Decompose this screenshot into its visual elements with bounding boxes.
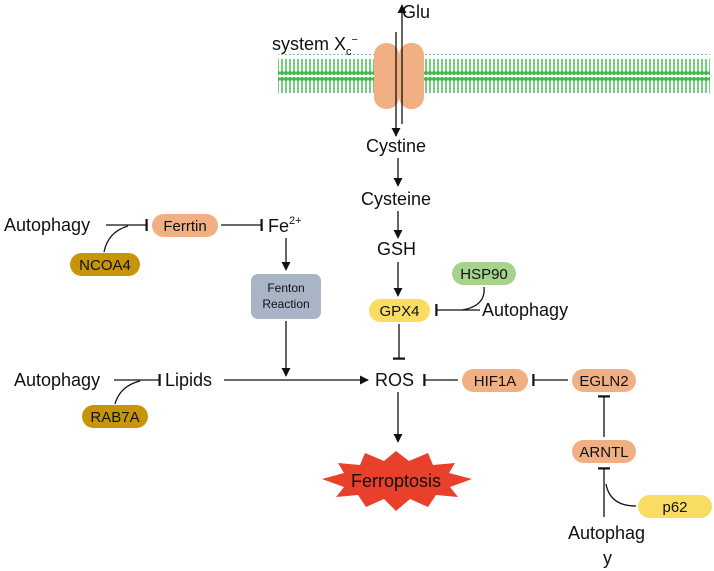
right-autophagy-line1: Autophag bbox=[568, 523, 645, 543]
hsp90-autophagy-curve bbox=[461, 286, 485, 311]
transporter-label: system Xc− bbox=[272, 34, 358, 58]
rab7a-label: RAB7A bbox=[90, 409, 139, 426]
cysteine-label: Cysteine bbox=[361, 189, 431, 209]
p62-curve bbox=[605, 483, 637, 507]
cystine-label: Cystine bbox=[366, 136, 426, 156]
gpx4-autophagy-label: Autophagy bbox=[482, 300, 568, 320]
hsp90-node bbox=[452, 262, 516, 285]
glu-label: Glu bbox=[402, 2, 430, 22]
ncoa4-label: NCOA4 bbox=[79, 257, 131, 274]
ncoa4-curve bbox=[103, 225, 129, 253]
ferrtin-label: Ferrtin bbox=[163, 218, 206, 235]
gpx4-node bbox=[369, 299, 430, 322]
hif1a-label: HIF1A bbox=[474, 373, 517, 390]
lipids-label: Lipids bbox=[165, 370, 212, 390]
ferroptosis-starburst bbox=[322, 451, 472, 511]
rab7a-curve bbox=[114, 380, 141, 405]
hsp90-label: HSP90 bbox=[460, 266, 508, 283]
hif1a-node bbox=[462, 369, 528, 392]
gpx4-label: GPX4 bbox=[379, 303, 419, 320]
system-xc-transporter bbox=[374, 43, 424, 109]
ros-label: ROS bbox=[375, 370, 414, 390]
arntl-node bbox=[572, 440, 636, 463]
egln2-label: EGLN2 bbox=[579, 373, 628, 390]
fenton-line2: Reaction bbox=[262, 297, 309, 311]
iron-autophagy-label: Autophagy bbox=[4, 215, 90, 235]
ferrtin-node bbox=[152, 214, 218, 237]
egln2-node bbox=[572, 369, 636, 392]
rab7a-node bbox=[82, 405, 148, 428]
ferroptosis-label: Ferroptosis bbox=[351, 471, 441, 491]
p62-node bbox=[638, 495, 712, 518]
gsh-label: GSH bbox=[377, 239, 416, 259]
lipid-autophagy-label: Autophagy bbox=[14, 370, 100, 390]
arntl-label: ARNTL bbox=[579, 444, 628, 461]
fenton-line1: Fenton bbox=[267, 281, 304, 295]
right-autophagy-line2: y bbox=[603, 548, 612, 568]
cell-membrane bbox=[278, 54, 710, 94]
p62-label: p62 bbox=[662, 499, 687, 516]
fenton-reaction-box bbox=[251, 274, 321, 319]
ncoa4-node bbox=[70, 253, 140, 276]
fe-label: Fe2+ bbox=[268, 215, 302, 236]
